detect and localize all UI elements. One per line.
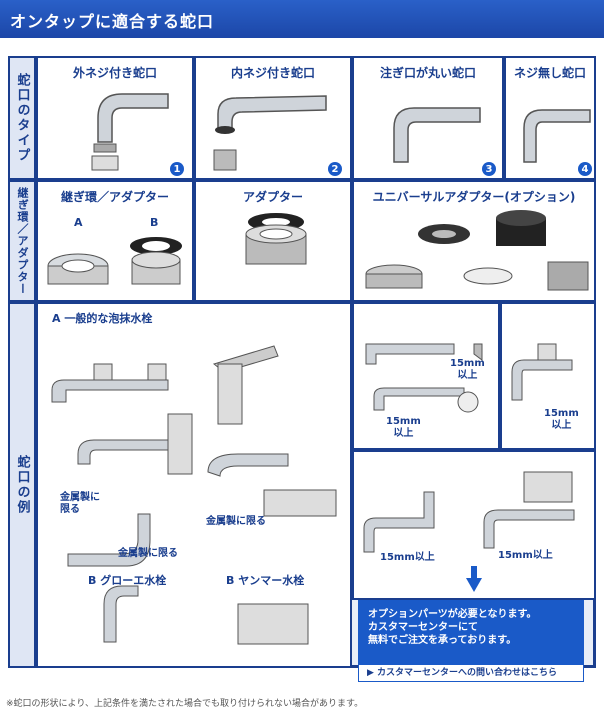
type-cell-inner-thread: 内ネジ付き蛇口 2 [194,56,352,180]
type-number-3: 3 [482,162,496,176]
adapter-title-plain: アダプター [242,190,303,204]
callout-message: オプションパーツが必要となります。 カスタマーセンターにて 無料でご注文を承って… [368,609,537,646]
note-metal-1: 金属製に限る [206,516,266,527]
example-title-a: A 一般的な泡抹水栓 [52,312,153,325]
down-arrow-icon [466,566,482,592]
row-label-type: 蛇口のタイプ [8,56,36,180]
row-label-example: 蛇口の例 [8,302,36,668]
wall-faucet-image [511,343,573,401]
type-number-4: 4 [578,162,592,176]
note-mm-5: 15mm以上 [498,550,553,561]
type-cell-no-thread: ネジ無し蛇口 4 [504,56,596,180]
page-title: オンタップに適合する蛇口 [10,12,215,31]
type-number-1: 1 [170,162,184,176]
type-number-2: 2 [328,162,342,176]
type-title-nothread: ネジ無し蛇口 [513,66,586,80]
customer-center-link[interactable]: ▶ カスタマーセンターへの問い合わせはこちら [358,664,584,682]
ring-adapter-image [47,237,182,285]
adapter-cell-plain: アダプター [194,180,352,302]
adapter-title-universal: ユニバーサルアダプター(オプション) [372,190,576,204]
example-cell-wall: 15mm 以上 [500,302,596,450]
plain-adapter-image [245,213,307,265]
example-faucets-image [51,345,337,645]
row-label-adapter: 継ぎ環／アダプター [8,180,36,302]
note-mm-1: 15mm 以上 [450,358,485,381]
example-cell-main: A 一般的な泡抹水栓 金属製に 限る 金属製に限る 金属製に限る B グローエ水… [36,302,352,668]
outer-thread-faucet-image [91,93,169,171]
row-label-adapter-text: 継ぎ環／アダプター [16,187,29,295]
mixer-faucet-image [365,343,483,413]
page-header: オンタップに適合する蛇口 [0,0,604,38]
footnote: ※蛇口の形状により、上記条件を満たされた場合でも取り付けられない場合があります。 [6,699,364,709]
note-mm-2: 15mm 以上 [386,416,421,439]
spout-faucets-image [363,471,575,553]
example-cell-mixer: 15mm 以上 15mm 以上 [352,302,500,450]
note-metal-3: 金属製に限る [118,548,178,559]
row-label-example-text: 蛇口の例 [14,455,30,515]
option-callout: オプションパーツが必要となります。 カスタマーセンターにて 無料でご注文を承って… [358,600,584,682]
example-title-yanmar: B ヤンマー水栓 [226,574,305,587]
adapter-label-a: A [74,216,83,229]
adapter-label-b: B [150,216,159,229]
example-title-grohe: B グローエ水栓 [88,574,167,587]
note-mm-3: 15mm 以上 [544,408,579,431]
no-thread-faucet-image [523,109,591,163]
type-title-outer: 外ネジ付き蛇口 [72,66,157,80]
universal-adapter-image [365,210,589,291]
type-cell-round-spout: 注ぎ口が丸い蛇口 3 [352,56,504,180]
note-mm-4: 15mm以上 [380,552,435,563]
round-spout-faucet-image [393,107,481,163]
type-title-inner: 内ネジ付き蛇口 [230,66,315,80]
adapter-cell-universal: ユニバーサルアダプター(オプション) [352,180,596,302]
adapter-cell-ring: 継ぎ環／アダプター A B [36,180,194,302]
inner-thread-faucet-image [213,95,327,171]
type-cell-outer-thread: 外ネジ付き蛇口 1 [36,56,194,180]
note-metal-2: 金属製に 限る [60,492,100,515]
adapter-title-ring: 継ぎ環／アダプター [60,190,169,204]
row-label-type-text: 蛇口のタイプ [14,73,30,163]
type-title-round: 注ぎ口が丸い蛇口 [379,66,476,80]
